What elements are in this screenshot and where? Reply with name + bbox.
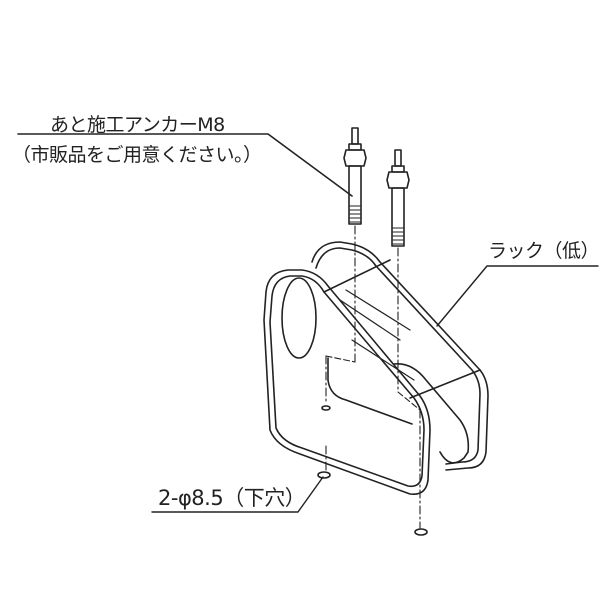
anchor-label-note: （市販品をご用意ください。）: [12, 144, 262, 166]
rack-low: [263, 241, 489, 496]
anchor-leader-line: [17, 133, 353, 197]
anchor-bolt-right: [386, 149, 410, 247]
anchor-label-title: あと施工アンカーM8: [50, 114, 225, 136]
pilot-hole-upper: [321, 405, 331, 411]
rack-leader-line: [436, 265, 599, 327]
pilot-hole-left: [317, 471, 331, 479]
hole-leader-line: [151, 476, 324, 513]
rack-label: ラック（低）: [488, 240, 600, 262]
anchor-bolt-left: [343, 127, 367, 225]
hole-label: 2-φ8.5（下穴）: [158, 486, 306, 510]
pilot-hole-right: [414, 528, 428, 536]
